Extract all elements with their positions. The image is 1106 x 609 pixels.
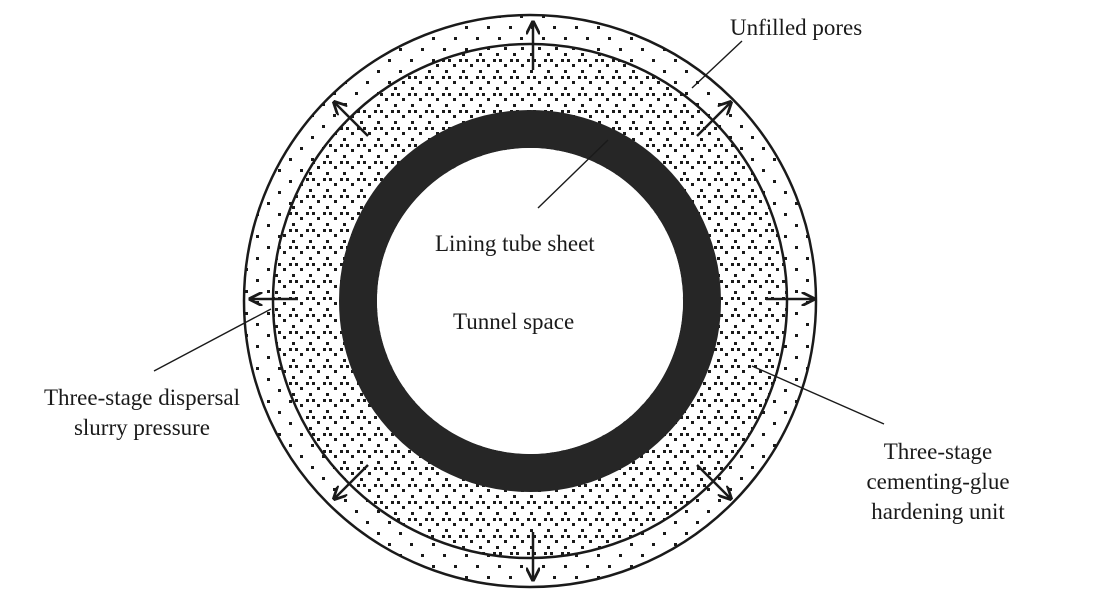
- label-tunnel-space: Tunnel space: [453, 309, 575, 334]
- label-slurry-pressure-line1: Three-stage dispersal: [43, 385, 241, 410]
- leader-slurry-pressure: [153, 308, 272, 372]
- tunnel-space-area: [377, 148, 683, 454]
- arrow-up-right: [696, 102, 731, 137]
- label-hardening-unit-line1: Three-stage: [883, 439, 993, 464]
- lining-tube-ring: [339, 110, 721, 492]
- leader-hardening-unit: [751, 365, 885, 425]
- pressure-arrows: [250, 22, 814, 580]
- label-hardening-unit-line2: cementing-glue: [866, 469, 1010, 494]
- leader-unfilled-pores: [691, 40, 743, 89]
- label-unfilled-pores: Unfilled pores: [730, 15, 863, 40]
- label-hardening-unit: Three-stage cementing-glue hardening uni…: [836, 437, 1040, 527]
- label-hardening-unit-line3: hardening unit: [871, 499, 1005, 524]
- label-lining-tube-sheet: Lining tube sheet: [435, 231, 595, 256]
- label-slurry-pressure: Three-stage dispersal slurry pressure: [10, 383, 274, 443]
- arrow-down-left: [334, 464, 369, 499]
- leader-lines: [153, 40, 885, 425]
- arrow-down-right: [696, 464, 731, 499]
- leader-lining-tube: [537, 139, 609, 209]
- arrow-up-left: [334, 102, 369, 137]
- label-slurry-pressure-line2: slurry pressure: [73, 415, 211, 440]
